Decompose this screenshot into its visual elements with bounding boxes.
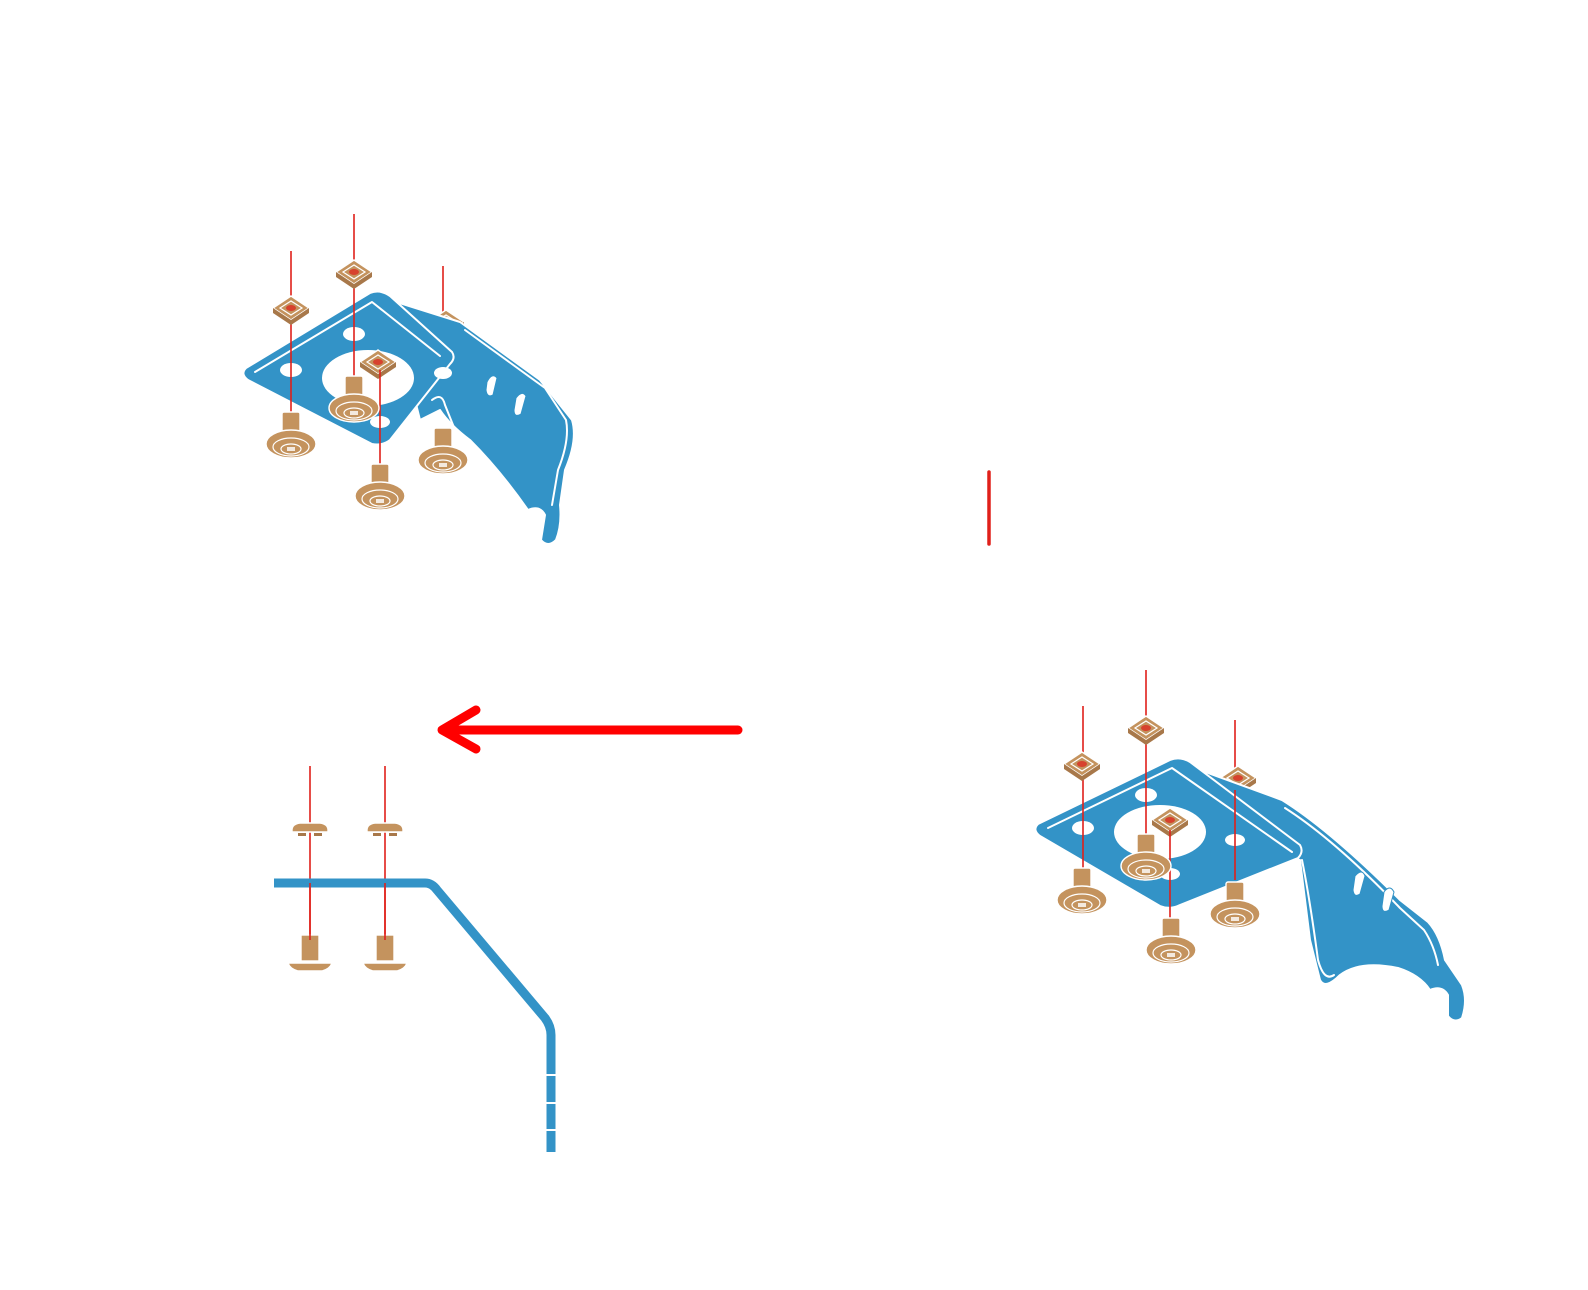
flanged-bolt [1145, 917, 1197, 965]
bolt-side [287, 934, 333, 972]
motor-mount-bracket [242, 290, 575, 545]
t-nut [335, 259, 373, 290]
center-bore [1114, 805, 1206, 859]
t-nut [1063, 751, 1101, 782]
flanged-bolt [1056, 867, 1108, 915]
flanged-bolt [417, 427, 469, 475]
bracket-profile [274, 878, 556, 1152]
flanged-bolt [354, 463, 406, 511]
assembly-view-top-left [242, 214, 575, 545]
mounting-hole [434, 367, 452, 379]
t-nut [272, 295, 310, 326]
direction-arrow [437, 705, 743, 754]
side-view-detail [274, 766, 556, 1152]
t-nut [1127, 715, 1165, 746]
bolt-side [362, 934, 408, 972]
assembly-view-bottom-right [1034, 670, 1466, 1022]
flanged-bolt [265, 411, 317, 459]
